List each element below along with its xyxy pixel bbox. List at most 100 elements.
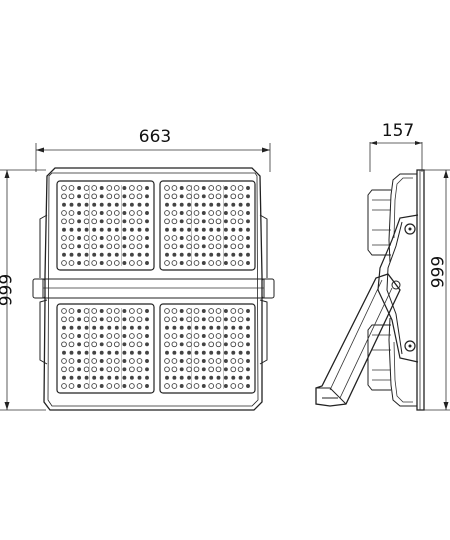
led-dot xyxy=(77,252,82,257)
led-dot xyxy=(114,252,119,257)
led-dot xyxy=(246,211,250,215)
led-dot xyxy=(193,235,200,241)
led-dot xyxy=(68,383,75,389)
led-dot xyxy=(230,366,237,373)
led-dot xyxy=(145,219,149,224)
led-dot xyxy=(122,342,127,347)
led-dot xyxy=(208,366,215,373)
led-dot xyxy=(106,366,113,373)
led-dot xyxy=(113,316,120,323)
led-dot xyxy=(99,194,104,199)
led-dot xyxy=(145,342,149,347)
led-dot xyxy=(99,375,104,380)
led-dot xyxy=(201,367,206,372)
led-dot xyxy=(237,308,244,314)
led-dot xyxy=(69,350,74,355)
led-dot xyxy=(209,325,214,330)
led-dot xyxy=(106,185,113,191)
led-dot xyxy=(215,243,222,250)
led-dot xyxy=(83,366,90,373)
side-height-label: 666 xyxy=(426,256,446,288)
led-dot xyxy=(113,341,120,348)
led-dot xyxy=(106,243,113,250)
led-dot xyxy=(165,252,169,257)
led-dot xyxy=(164,210,170,216)
led-dot xyxy=(246,384,250,388)
led-dot xyxy=(246,261,250,265)
led-dot xyxy=(106,341,113,348)
led-dot xyxy=(208,193,215,200)
led-dot xyxy=(91,333,98,339)
led-dot xyxy=(99,350,104,355)
led-dot xyxy=(246,194,250,199)
led-dot xyxy=(246,244,250,249)
led-dot xyxy=(92,202,97,207)
led-dot xyxy=(122,236,127,240)
led-dot xyxy=(164,235,170,241)
led-dot xyxy=(68,260,75,266)
led-dot xyxy=(77,342,82,347)
led-dot xyxy=(201,236,206,240)
led-dot xyxy=(83,185,90,191)
led-dot xyxy=(231,325,236,330)
led-dot xyxy=(145,309,149,313)
led-dot xyxy=(230,383,237,389)
led-dot xyxy=(215,316,222,323)
led-dot xyxy=(193,358,200,364)
led-dot xyxy=(136,235,143,241)
led-dot xyxy=(69,202,74,207)
led-dot xyxy=(145,227,149,232)
led-array xyxy=(61,185,250,389)
led-dot xyxy=(201,211,206,215)
led-dot xyxy=(201,309,206,313)
led-dot xyxy=(99,334,104,338)
led-dot xyxy=(171,366,178,373)
led-dot xyxy=(122,359,127,363)
led-dot xyxy=(77,186,82,190)
led-dot xyxy=(91,383,98,389)
led-dot xyxy=(201,384,206,388)
led-dot xyxy=(91,341,98,348)
led-dot xyxy=(129,202,134,207)
led-dot xyxy=(145,325,149,330)
led-dot xyxy=(83,316,90,323)
led-dot xyxy=(129,375,134,380)
led-dot xyxy=(145,359,149,363)
led-dot xyxy=(179,367,184,372)
led-dot xyxy=(201,219,206,224)
led-dot xyxy=(99,359,104,363)
led-dot xyxy=(122,309,127,313)
led-dot xyxy=(83,243,90,250)
led-dot xyxy=(106,383,113,389)
led-dot xyxy=(201,194,206,199)
led-dot xyxy=(122,227,127,232)
led-dot xyxy=(106,308,113,314)
led-dot xyxy=(99,211,104,215)
led-dot xyxy=(83,358,90,364)
led-dot xyxy=(61,260,67,266)
led-dot xyxy=(84,227,89,232)
led-dot xyxy=(106,260,113,266)
led-dot xyxy=(179,359,184,363)
led-dot xyxy=(77,350,82,355)
led-dot xyxy=(179,227,184,232)
side-view: 157 666 xyxy=(315,121,450,411)
led-dot xyxy=(179,384,184,388)
led-dot xyxy=(194,202,199,207)
led-dot xyxy=(215,333,222,339)
led-dot xyxy=(68,210,75,216)
led-dot xyxy=(83,210,90,216)
led-dot xyxy=(187,325,192,330)
led-dot xyxy=(238,252,243,257)
led-dot xyxy=(186,193,192,200)
led-dot xyxy=(129,235,135,241)
side-lens-plate xyxy=(416,169,425,411)
led-dot xyxy=(114,325,119,330)
led-dot xyxy=(223,186,228,190)
led-dot xyxy=(237,235,244,241)
led-dot xyxy=(91,260,98,266)
led-dot xyxy=(106,316,113,323)
led-dot xyxy=(136,260,143,266)
led-dot xyxy=(129,243,135,250)
led-dot xyxy=(164,308,170,314)
